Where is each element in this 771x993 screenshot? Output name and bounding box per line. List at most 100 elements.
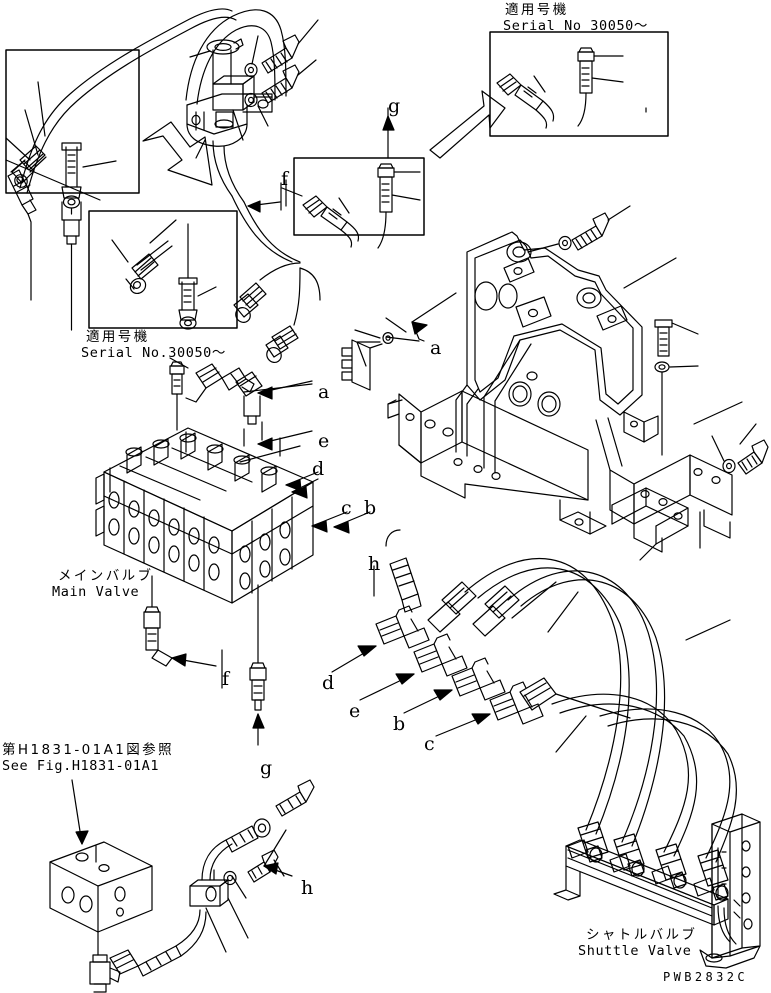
leader-lines-upper-bolts: [195, 19, 319, 159]
bolt-upper-2: [261, 64, 300, 104]
callout-b-lower: b: [393, 713, 406, 735]
fitting-row-c: [489, 681, 544, 725]
hose-long-curve-right: [299, 267, 321, 301]
shuttle-valve-label-en: Shuttle Valve: [578, 943, 692, 959]
washer-upper-2: [244, 92, 258, 108]
hose-shuttle-1: [464, 558, 630, 835]
callout-a-bracket: a: [430, 337, 442, 359]
valve-fitting-mid-row: [169, 357, 255, 403]
hose-shuttle-4: [599, 708, 737, 863]
leader-callout-d-upper: [285, 471, 319, 499]
serial-note-en-left: Serial No.30050〜: [81, 345, 227, 361]
fitting-f-lower: [143, 575, 173, 667]
bracket-mid-lug: [623, 411, 659, 443]
leader-callout-b-upper: [333, 511, 371, 534]
main-valve-label-jp: メインバルブ: [58, 568, 154, 584]
serial-note-jp-top: 適用号機: [505, 2, 569, 18]
valve-fitting-left-a: [7, 159, 37, 301]
hose-shuttle-3: [551, 693, 698, 857]
leader-callout-c-upper: [311, 511, 348, 533]
callout-d-upper: d: [312, 458, 325, 480]
hose-to-main-valve-1: [231, 195, 301, 263]
fitting-mid-1: [233, 262, 301, 323]
fitting-row-b: [451, 657, 506, 701]
fitting-row-e: [413, 633, 468, 677]
shuttle-valve-rail: [565, 839, 729, 926]
inset-pointer-arrow-upright: [429, 90, 506, 159]
inset-box-top-right: [489, 31, 669, 137]
inset-pointer-arrow-down: [142, 121, 213, 186]
inset-top-right-content: [496, 47, 647, 129]
inset-box-mid-left: [88, 210, 238, 329]
hose-shuttle-2: [507, 570, 666, 847]
shuttle-valve-label-jp: シャトルバルブ: [586, 927, 698, 943]
bolt-bracket-far-right: [711, 423, 769, 475]
callout-e-lower: e: [349, 700, 361, 722]
fitting-g-lower: [249, 584, 267, 711]
bottom-misc-leaders: [205, 859, 285, 953]
bottom-hose-assembly: [109, 779, 315, 977]
leader-manifold-ref: [71, 779, 89, 845]
callout-h-mid: h: [368, 553, 381, 575]
hose-end-fittings-row: [427, 581, 557, 711]
mount-bracket-upper: [186, 49, 273, 203]
callout-h-bottom: h: [301, 877, 314, 899]
leader-callout-e-lower: [359, 673, 415, 701]
inset-box-top-left: [5, 49, 140, 194]
hose-leader-collar: [189, 50, 211, 58]
leader-callout-g-lower: [252, 713, 265, 746]
bracket-misc-leaders: [341, 257, 743, 561]
fitting-top-center-right: [377, 163, 421, 249]
misc-leaders-upper: [247, 107, 395, 213]
manifold-bottom-valve: [89, 931, 121, 993]
leader-callout-h-bottom: [263, 829, 293, 877]
callout-b-upper: b: [364, 497, 377, 519]
valve-fitting-mid-row-2: [235, 371, 263, 425]
callout-c-upper: c: [341, 497, 352, 519]
bracket-main-plate: [466, 231, 643, 417]
bracket-base-frame-left: [387, 339, 607, 535]
serial-note-jp-left: 適用号機: [86, 329, 150, 345]
callout-e-upper: e: [318, 430, 330, 452]
inset-top-center-content: [302, 195, 360, 248]
bolt-upper-1: [261, 34, 300, 74]
part-number: PWB2832C: [663, 970, 748, 984]
callout-c-lower: c: [424, 733, 435, 755]
shuttle-valve-fittings: [567, 839, 729, 901]
hose-clamp-collar: [206, 38, 244, 55]
leader-callout-c-lower: [435, 713, 491, 737]
bracket-base-frame-right: [595, 417, 733, 553]
main-valve-label-en: Main Valve: [52, 584, 140, 600]
leader-line-valve-stack: [239, 383, 313, 463]
callout-d-lower: d: [322, 672, 335, 694]
inset-box-top-center: [293, 157, 425, 236]
callout-a-upper: a: [318, 381, 330, 403]
shuttle-valve-body: [699, 813, 761, 969]
manifold-block: [49, 841, 153, 933]
valve-fitting-left-b: [61, 201, 82, 331]
leader-callout-e-upper: [257, 430, 313, 451]
hose-h-fitting: [385, 529, 422, 613]
fitting-row-d: [375, 605, 430, 649]
leader-callout-d-lower: [331, 645, 377, 673]
leader-callout-b-lower: [403, 689, 453, 714]
callout-f-upper: f: [281, 168, 289, 190]
leader-line-tl-1: [24, 81, 46, 156]
hose-crimp-ends: [577, 821, 729, 887]
bolt-bracket-top: [571, 205, 631, 251]
washer-bracket-right: [654, 361, 699, 456]
callout-g-lower: g: [260, 757, 273, 779]
fitting-vertical-left-mid: [169, 361, 185, 431]
washer-upper-1: [244, 62, 258, 78]
see-fig-label-en: See Fig.H1831-01A1: [2, 758, 160, 774]
washer-bracket-top: [527, 235, 572, 253]
callout-f-lower: f: [222, 668, 230, 690]
inset-mid-left-content: [111, 219, 217, 330]
fitting-mid-2: [265, 267, 301, 364]
inset-tl-frame-leaders: [5, 137, 101, 201]
leader-callout-f-lower: [171, 649, 223, 689]
leader-callout-a-bracket: [411, 292, 457, 342]
bolt-bracket-right: [654, 319, 699, 357]
